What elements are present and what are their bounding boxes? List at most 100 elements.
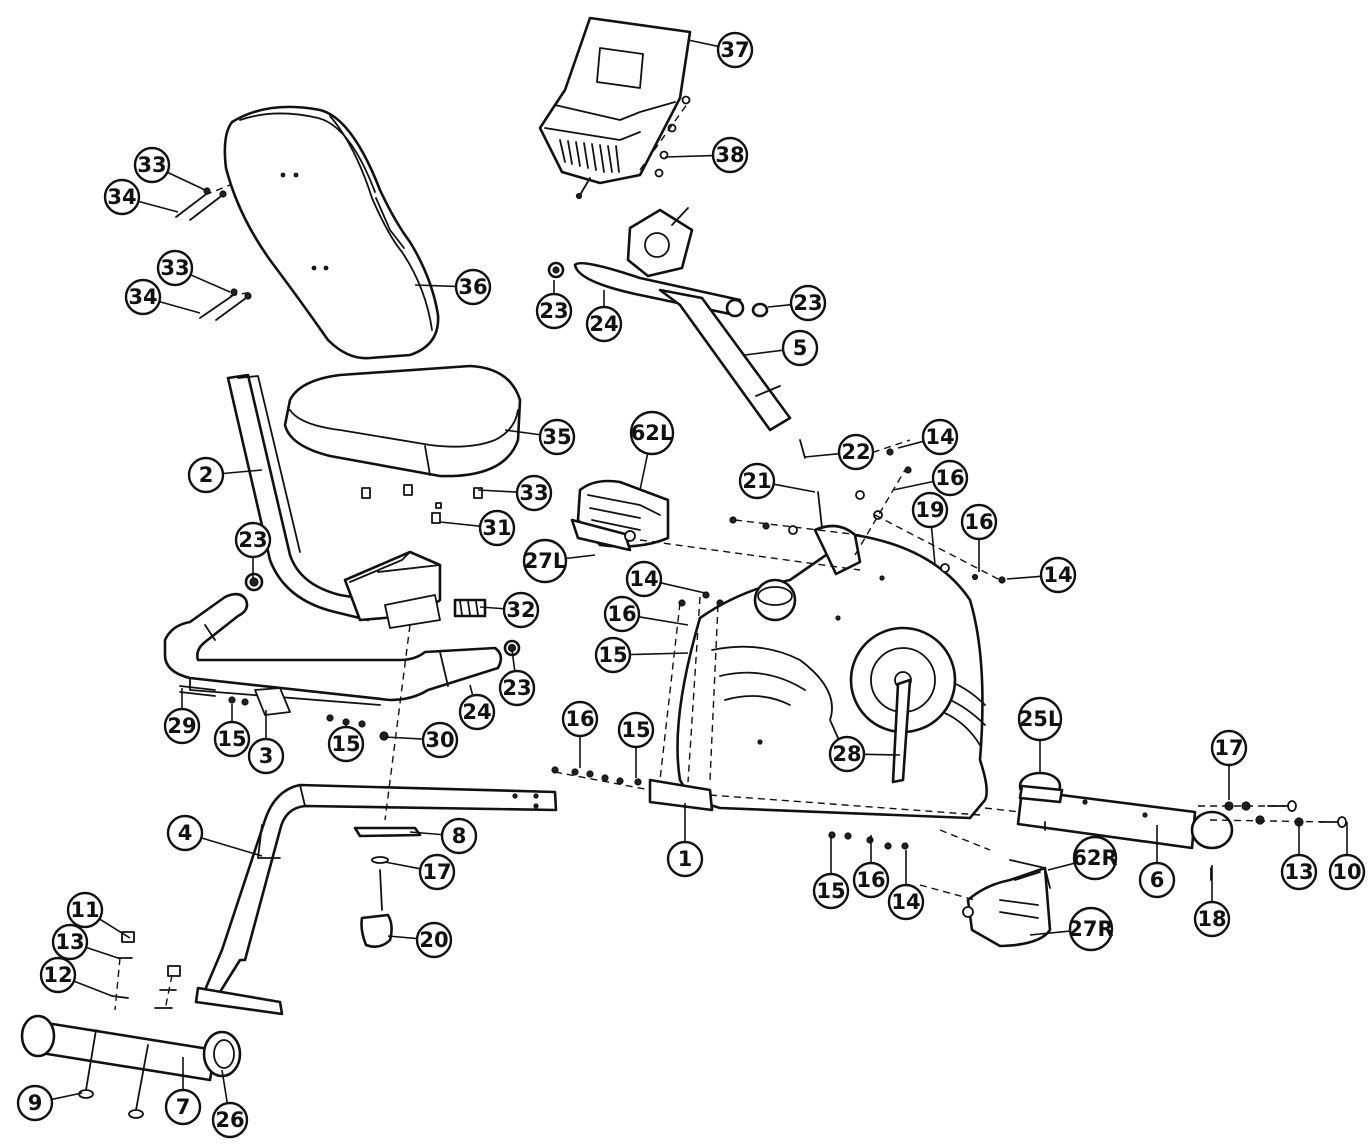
callout-circle bbox=[594, 636, 632, 674]
callout-circle bbox=[603, 595, 641, 633]
part-seat-post bbox=[226, 373, 442, 629]
callout-label: 6 bbox=[1150, 868, 1165, 892]
callout-label: 34 bbox=[107, 185, 136, 209]
callout-label: 11 bbox=[70, 898, 99, 922]
callout-label: 10 bbox=[1332, 860, 1361, 884]
callout-circle bbox=[781, 329, 819, 367]
callout-circle bbox=[163, 707, 201, 745]
part-end-cap-left bbox=[244, 572, 264, 592]
callout-c23b: 23 bbox=[767, 284, 827, 322]
callout-c17b: 17 bbox=[384, 853, 456, 891]
callout-circle bbox=[852, 861, 890, 899]
callout-leader-line bbox=[85, 946, 119, 959]
callout-circle bbox=[16, 1084, 54, 1122]
callout-label: 19 bbox=[915, 498, 944, 522]
callout-circle bbox=[1072, 835, 1118, 881]
callout-label: 13 bbox=[1284, 860, 1313, 884]
callout-label: 30 bbox=[425, 728, 454, 752]
callout-leader-line bbox=[892, 480, 934, 491]
part-pedal-left bbox=[570, 479, 670, 552]
callout-leader-line bbox=[201, 837, 263, 857]
callout-c33b: 33 bbox=[156, 249, 231, 293]
callout-circle bbox=[478, 509, 516, 547]
console-speaker-grille bbox=[559, 139, 620, 173]
callout-leader-line bbox=[414, 284, 457, 288]
callout-c3: 3 bbox=[247, 710, 285, 775]
callout-label: 29 bbox=[167, 714, 196, 738]
callout-c13b: 13 bbox=[51, 923, 119, 961]
callout-circle bbox=[812, 872, 850, 910]
callout-label: 26 bbox=[215, 1108, 244, 1132]
callout-circle bbox=[421, 721, 459, 759]
callout-c26: 26 bbox=[211, 1069, 249, 1139]
callout-label: 3 bbox=[259, 744, 274, 768]
callout-label: 62R bbox=[1072, 846, 1117, 870]
callout-c30: 30 bbox=[384, 721, 459, 759]
callout-label: 5 bbox=[793, 336, 808, 360]
part-slider-block bbox=[453, 598, 487, 618]
callout-circle bbox=[1039, 556, 1077, 594]
callout-circle bbox=[617, 711, 655, 749]
callout-circle bbox=[738, 462, 776, 500]
callout-label: 20 bbox=[419, 928, 448, 952]
callout-leader-line bbox=[744, 349, 784, 356]
callout-circle bbox=[166, 814, 204, 852]
callout-label: 36 bbox=[458, 275, 487, 299]
callout-label: 15 bbox=[816, 879, 845, 903]
callout-c14b: 14 bbox=[1006, 556, 1077, 594]
callout-c14c: 14 bbox=[625, 560, 706, 598]
callout-c7: 7 bbox=[164, 1057, 202, 1126]
callout-c24b: 24 bbox=[458, 684, 496, 731]
callout-c17a: 17 bbox=[1210, 729, 1248, 800]
callout-leader-line bbox=[930, 526, 936, 566]
callout-leader-line bbox=[897, 440, 924, 449]
callout-circle bbox=[585, 305, 623, 343]
callout-label: 14 bbox=[891, 890, 920, 914]
callout-c34a: 34 bbox=[103, 178, 179, 216]
part-stabilizer-bolts bbox=[78, 931, 181, 1119]
callout-c22: 22 bbox=[804, 433, 875, 471]
callout-c24a: 24 bbox=[585, 290, 623, 343]
callout-leader-line bbox=[565, 554, 596, 560]
callout-circle bbox=[234, 521, 272, 559]
callout-c6: 6 bbox=[1138, 825, 1176, 899]
callout-leader-line bbox=[384, 736, 424, 740]
callout-circle bbox=[515, 474, 553, 512]
callout-circle bbox=[164, 1088, 202, 1126]
callout-label: 7 bbox=[176, 1095, 191, 1119]
callout-leader-line bbox=[1029, 930, 1071, 936]
callout-circle bbox=[960, 503, 998, 541]
callout-label: 25L bbox=[1019, 707, 1062, 731]
callout-c15b: 15 bbox=[213, 704, 251, 758]
callout-label: 13 bbox=[55, 930, 84, 954]
callout-label: 17 bbox=[1214, 736, 1243, 760]
callout-leader-line bbox=[511, 649, 516, 672]
callout-label: 15 bbox=[598, 643, 627, 667]
part-seat-handlebar bbox=[163, 592, 503, 706]
callout-leader-line bbox=[384, 861, 421, 870]
callout-label: 24 bbox=[462, 700, 491, 724]
callout-label: 16 bbox=[565, 707, 594, 731]
callout-leader-line bbox=[73, 980, 113, 997]
callout-circle bbox=[133, 146, 171, 184]
callout-c15e: 15 bbox=[812, 835, 850, 910]
callout-c4: 4 bbox=[166, 814, 263, 857]
callout-circle bbox=[522, 538, 568, 584]
callout-c62R: 62R bbox=[1047, 835, 1118, 881]
callout-label: 23 bbox=[502, 676, 531, 700]
callout-label: 2 bbox=[199, 463, 214, 487]
callout-leader-line bbox=[221, 1069, 229, 1104]
callout-circle bbox=[931, 459, 969, 497]
callout-leader-line bbox=[99, 918, 131, 939]
callout-leader-line bbox=[504, 429, 541, 436]
callout-circle bbox=[535, 292, 573, 330]
callout-c33c: 33 bbox=[477, 474, 553, 512]
callout-label: 18 bbox=[1197, 907, 1226, 931]
callout-leader-line bbox=[1006, 575, 1042, 580]
callout-label: 34 bbox=[128, 285, 157, 309]
part-front-stabilizer bbox=[1016, 771, 1234, 850]
callout-c15a: 15 bbox=[594, 636, 689, 674]
callout-label: 4 bbox=[178, 821, 193, 845]
callout-circle bbox=[498, 669, 536, 707]
